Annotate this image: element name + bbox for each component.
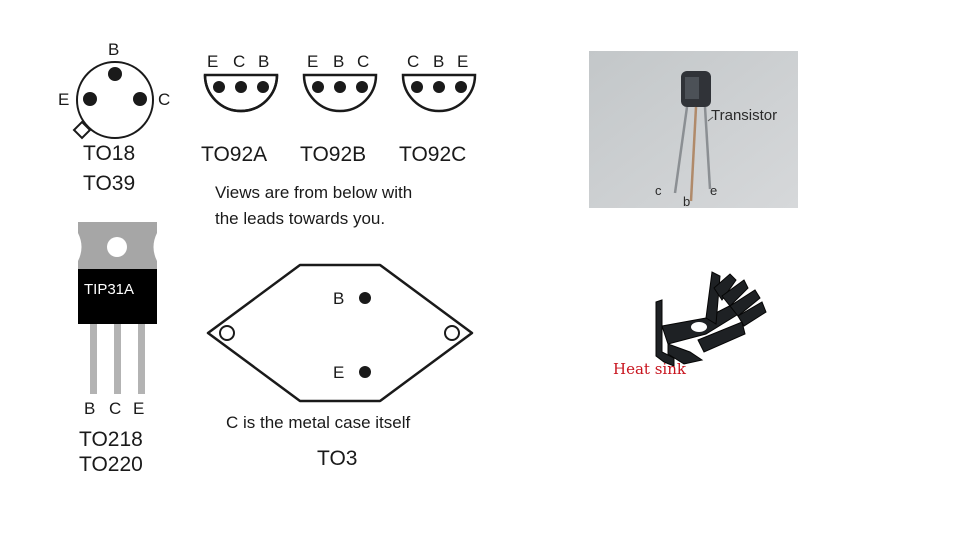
transistor-lead-e-label: e [710, 183, 718, 198]
to92b-package: E B C TO92B [300, 52, 378, 166]
to18-pin-e [83, 92, 97, 106]
transistor-photo-caption: Transistor [711, 107, 778, 124]
to18-label-c: C [158, 90, 170, 109]
to92b-pin-2: B [333, 52, 344, 71]
to92c-pin-1: C [407, 52, 419, 71]
to18-pin-b [108, 67, 122, 81]
to218-name: TO218 [79, 428, 143, 451]
to92b-name: TO92B [300, 143, 366, 166]
to92b-pin-3: C [357, 52, 369, 71]
to220-lead-b [90, 324, 97, 394]
to3-mount-hole-left [219, 325, 235, 341]
to220-name: TO220 [79, 453, 143, 476]
to220-package: TIP31A B C E TO218 TO220 [78, 222, 157, 476]
to18-label-e: E [58, 90, 69, 109]
heat-sink-caption: Heat sink [613, 360, 686, 378]
to92a-pin-2: C [233, 52, 245, 71]
to92c-pin-2: B [433, 52, 444, 71]
to18-pin-c [133, 92, 147, 106]
to3-label-e: E [333, 363, 344, 382]
to92a-name: TO92A [201, 143, 267, 166]
to3-case-note: C is the metal case itself [226, 413, 411, 432]
to92a-pin-1: E [207, 52, 218, 71]
to18-name: TO18 [83, 142, 135, 165]
to92b-pin-1: E [307, 52, 318, 71]
transistor-lead-c-label: c [655, 183, 662, 198]
to18-tab-marker [72, 120, 92, 140]
view-note-line-2: the leads towards you. [215, 209, 385, 228]
view-note-line-1: Views are from below with [215, 183, 412, 202]
to220-mounting-hole [107, 237, 127, 257]
to3-package: B E C is the metal case itself TO3 [206, 263, 474, 470]
to220-body [78, 269, 157, 324]
to220-part-marking: TIP31A [84, 281, 134, 298]
to220-pin-3: E [133, 399, 144, 418]
to220-pin-2: C [109, 399, 121, 418]
to220-pin-1: B [84, 399, 95, 418]
to39-name: TO39 [83, 172, 135, 195]
to3-pin-b [359, 292, 371, 304]
to3-mount-hole-right [444, 325, 460, 341]
transistor-lead-b-label: b [683, 194, 691, 209]
to18-package: B E C TO18 TO39 [58, 40, 170, 195]
to3-label-b: B [333, 289, 344, 308]
to18-label-b: B [108, 40, 119, 59]
to3-name: TO3 [317, 447, 357, 470]
to92a-pin-3: B [258, 52, 269, 71]
to3-pin-e [359, 366, 371, 378]
to92a-package: E C B TO92A [201, 52, 279, 166]
to92c-name: TO92C [399, 143, 466, 166]
to220-lead-e [138, 324, 145, 394]
to220-lead-c [114, 324, 121, 394]
transistor-photo: Transistor c b e [589, 51, 798, 209]
to92c-pin-3: E [457, 52, 468, 71]
to92c-package: C B E TO92C [399, 52, 477, 166]
